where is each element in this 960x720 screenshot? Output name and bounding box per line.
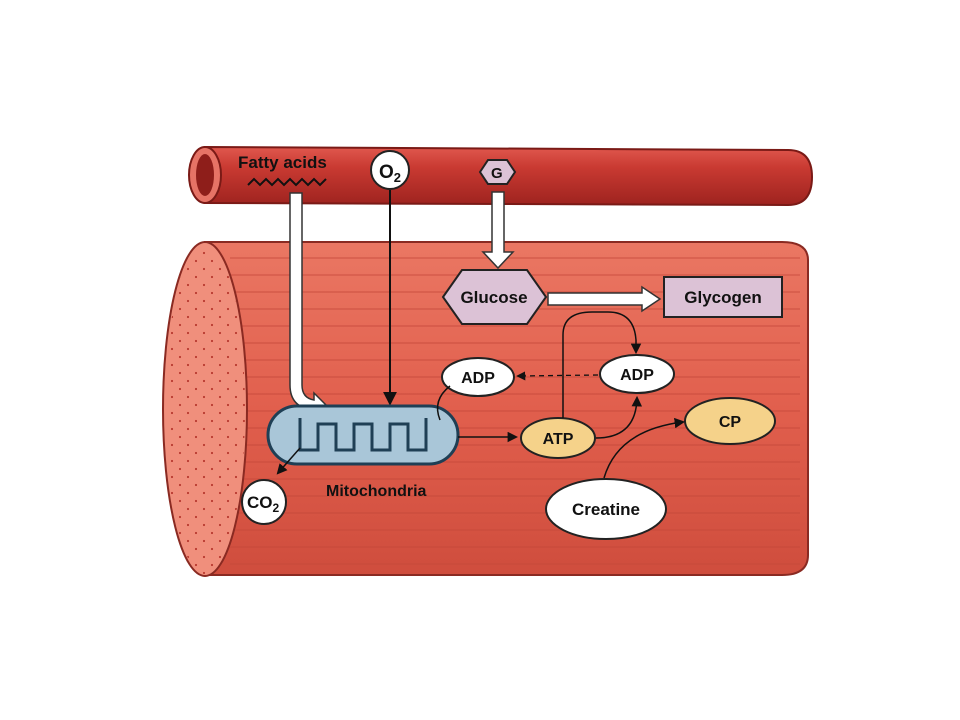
co2-label: CO2 bbox=[247, 493, 280, 515]
o2-label: O2 bbox=[379, 162, 401, 185]
muscle-cross-section-dots bbox=[165, 244, 245, 574]
adp-recycle-dashed-arrow bbox=[516, 371, 599, 381]
glucose-hexagon bbox=[441, 269, 548, 325]
adp-right-ellipse bbox=[599, 354, 675, 394]
atp-label: ATP bbox=[543, 431, 574, 448]
atp-to-adp-loop-arrow bbox=[562, 311, 642, 418]
creatine-to-cp-arrow bbox=[603, 417, 686, 479]
fatty-acids-label: Fatty acids bbox=[238, 153, 327, 172]
o2-circle bbox=[370, 150, 410, 190]
vessel-lumen bbox=[196, 154, 214, 196]
creatine-label: Creatine bbox=[572, 500, 640, 519]
mitochondria bbox=[266, 404, 460, 466]
fatty-acid-chain-icon bbox=[247, 177, 327, 187]
co2-arrow bbox=[276, 447, 301, 475]
glucose-entry-arrow bbox=[481, 191, 515, 270]
cp-label: CP bbox=[719, 414, 742, 431]
atp-ellipse bbox=[520, 417, 596, 459]
glycogen-label: Glycogen bbox=[684, 288, 761, 307]
mitochondria-label: Mitochondria bbox=[326, 483, 427, 500]
adp-left-label: ADP bbox=[461, 370, 495, 387]
adp-left-ellipse bbox=[441, 357, 515, 397]
fatty-acid-arrow bbox=[289, 192, 328, 419]
glucose-label: Glucose bbox=[460, 288, 527, 307]
adp-right-label: ADP bbox=[620, 367, 654, 384]
glucose-small-hexagon bbox=[478, 159, 517, 185]
creatine-ellipse bbox=[545, 478, 667, 540]
adp-to-mitochondria-line bbox=[436, 385, 451, 421]
mitochondria-cristae bbox=[298, 418, 428, 452]
glycogen-box bbox=[663, 276, 783, 318]
atp-to-adp-arrow bbox=[595, 395, 643, 439]
glucose-to-glycogen-arrow bbox=[547, 285, 662, 313]
g-label: G bbox=[491, 165, 503, 182]
co2-circle bbox=[241, 479, 287, 525]
